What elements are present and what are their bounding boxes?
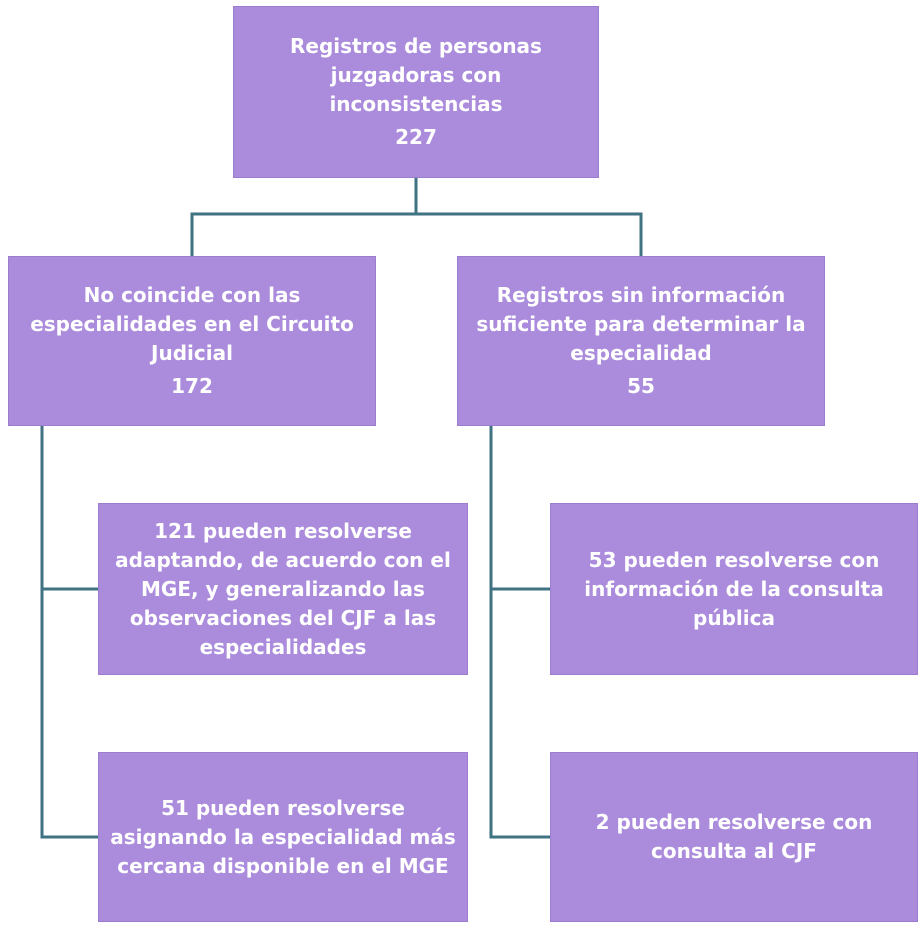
left-branch-label: No coincide con las especialidades en el…: [30, 283, 354, 365]
right-child-node-1: 53 pueden resolverse con información de …: [550, 503, 918, 675]
left-child-node-2: 51 pueden resolverse asignando la especi…: [98, 752, 468, 922]
root-node-label: Registros de personas juzgadoras con inc…: [290, 34, 542, 116]
left-child-node-1: 121 pueden resolverse adaptando, de acue…: [98, 503, 468, 675]
left-child-1-label: 121 pueden resolverse adaptando, de acue…: [115, 518, 451, 659]
left-branch-value: 172: [171, 374, 213, 398]
left-branch-node: No coincide con las especialidades en el…: [8, 256, 376, 426]
root-node-value: 227: [395, 125, 437, 149]
right-branch-node: Registros sin información suficiente par…: [457, 256, 825, 426]
right-branch-value: 55: [627, 374, 655, 398]
root-node: Registros de personas juzgadoras con inc…: [233, 6, 599, 178]
left-child-2-label: 51 pueden resolverse asignando la especi…: [110, 795, 456, 878]
right-child-2-label: 2 pueden resolverse con consulta al CJF: [595, 810, 873, 863]
right-child-1-label: 53 pueden resolverse con información de …: [584, 547, 884, 630]
right-branch-label: Registros sin información suficiente par…: [476, 283, 806, 365]
right-child-node-2: 2 pueden resolverse con consulta al CJF: [550, 752, 918, 922]
